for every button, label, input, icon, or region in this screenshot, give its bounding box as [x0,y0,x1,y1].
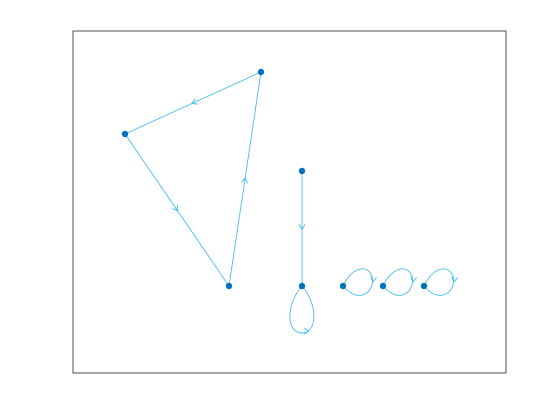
edge-arrow-e1 [191,98,198,105]
graph-self-loop-n5 [289,285,315,334]
edge-arrow-e4 [298,224,306,231]
graph-node-n7 [379,282,387,290]
graph-edge-n2-n3 [124,133,230,287]
edges-layer [124,71,459,335]
axes-box [72,30,507,374]
edge-arrow-e7 [410,276,418,283]
graph-edge-n1-n2 [124,71,262,135]
edge-arrow-e5 [303,327,310,335]
graph-node-n5 [298,282,306,290]
graph-node-n6 [339,282,347,290]
graph-node-n2 [121,130,129,138]
graph-self-loop-n8 [423,268,455,296]
edge-arrow-e6 [370,276,378,283]
nodes-layer [121,68,428,290]
graph-node-n3 [225,282,233,290]
graph-self-loop-n7 [382,268,414,296]
edge-arrow-e8 [451,276,459,283]
edge-arrow-e3 [241,177,248,184]
graph-node-n1 [257,68,265,76]
graph-node-n8 [420,282,428,290]
graph-self-loop-n6 [342,268,374,296]
edge-arrow-e2 [172,204,179,212]
graph-node-n4 [298,167,306,175]
graph-edge-n3-n1 [228,71,262,287]
